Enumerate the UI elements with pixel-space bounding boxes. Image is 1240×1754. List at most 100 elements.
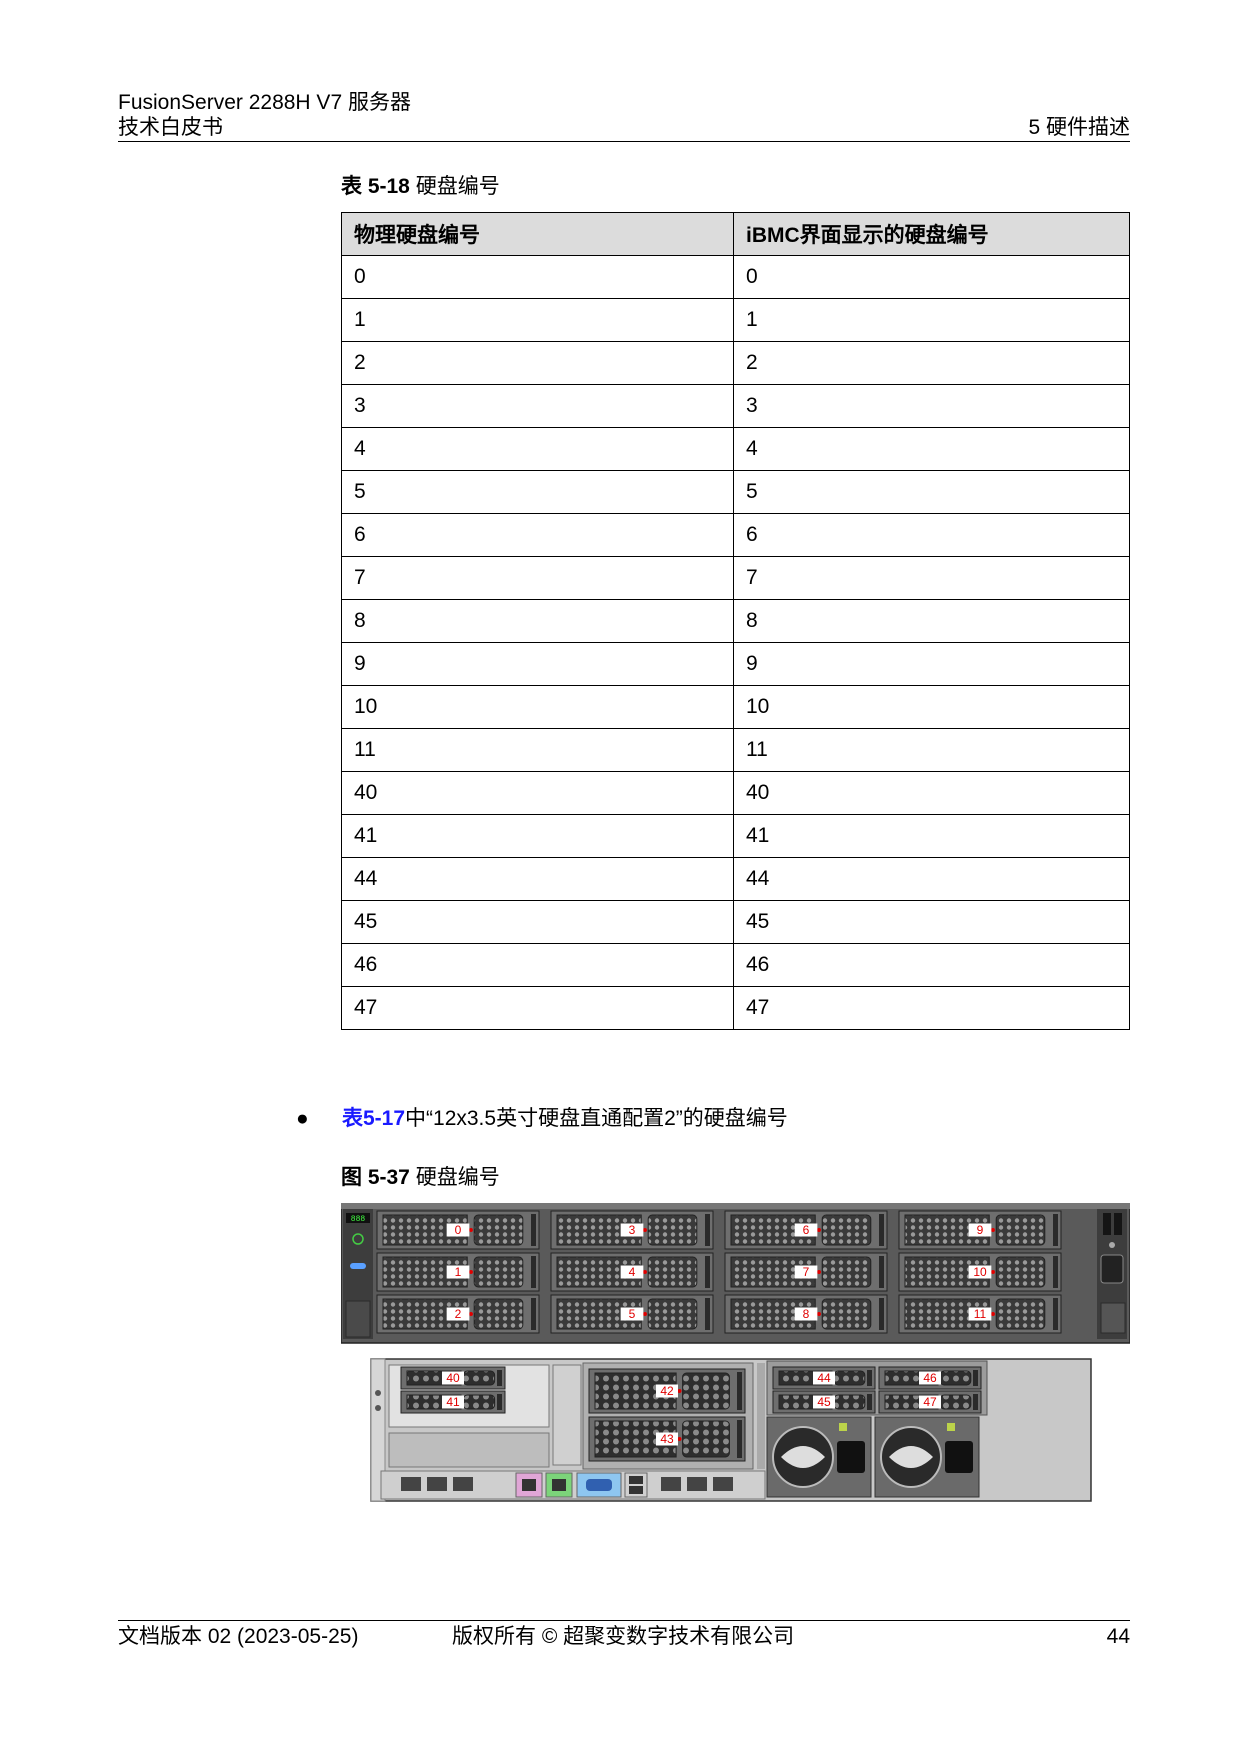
- disk-label-box: [813, 1395, 835, 1409]
- footer-rule: [118, 1620, 1130, 1621]
- physical-disk-number-cell: 40: [341, 771, 734, 815]
- disk-label-box: [919, 1395, 941, 1409]
- ibmc-disk-number-cell: 4: [733, 427, 1130, 471]
- disk-number-label: 47: [923, 1395, 937, 1409]
- disk-label-box: [446, 1223, 470, 1237]
- disk-number-label: 0: [455, 1223, 462, 1237]
- disk-label-box: [794, 1265, 818, 1279]
- copyright: 版权所有 © 超聚变数字技术有限公司: [452, 1625, 795, 1648]
- physical-disk-number-cell: 5: [341, 470, 734, 514]
- bullet-text: 中“12x3.5英寸硬盘直通配置2”的硬盘编号: [405, 1107, 788, 1130]
- disk-label-box: [813, 1371, 835, 1385]
- disk-number-label: 2: [455, 1307, 462, 1321]
- disk-number-label: 3: [629, 1223, 636, 1237]
- physical-disk-number-cell: 47: [341, 986, 734, 1030]
- drive-bay: 46: [878, 1366, 982, 1390]
- doc-type: 技术白皮书: [118, 116, 223, 139]
- column-header: 物理硬盘编号: [341, 212, 734, 256]
- svg-text:888: 888: [351, 1215, 366, 1224]
- figure-caption-title: 硬盘编号: [415, 1166, 500, 1189]
- physical-disk-number-cell: 4: [341, 427, 734, 471]
- disk-number-label: 8: [803, 1307, 810, 1321]
- table-caption-title: 硬盘编号: [415, 175, 500, 198]
- ibmc-disk-number-cell: 46: [733, 943, 1130, 987]
- disk-label-box: [794, 1223, 818, 1237]
- ibmc-disk-number-cell: 7: [733, 556, 1130, 600]
- disk-label-box: [620, 1223, 644, 1237]
- drive-bay: 4: [550, 1252, 714, 1292]
- drive-bay: 47: [878, 1390, 982, 1414]
- ibmc-disk-number-cell: 10: [733, 685, 1130, 729]
- drive-bay: 10: [898, 1252, 1062, 1292]
- disk-number-label: 40: [446, 1371, 460, 1385]
- bullet-icon: ●: [296, 1107, 309, 1130]
- physical-disk-number-cell: 11: [341, 728, 734, 772]
- physical-disk-number-cell: 46: [341, 943, 734, 987]
- ibmc-disk-number-cell: 11: [733, 728, 1130, 772]
- physical-disk-number-cell: 9: [341, 642, 734, 686]
- page-header-left: FusionServer 2288H V7 服务器 技术白皮书: [118, 90, 411, 140]
- section-title: 5 硬件描述: [1028, 116, 1130, 139]
- disk-number-label: 10: [973, 1265, 987, 1279]
- disk-label-box: [968, 1223, 992, 1237]
- ibmc-disk-number-cell: 8: [733, 599, 1130, 643]
- disk-label-box: [656, 1384, 678, 1398]
- disk-label-box: [919, 1371, 941, 1385]
- drive-bay: 45: [772, 1390, 876, 1414]
- disk-number-label: 5: [629, 1307, 636, 1321]
- disk-label-box: [620, 1265, 644, 1279]
- column-header: iBMC界面显示的硬盘编号: [733, 212, 1130, 256]
- drive-bay: 42: [588, 1368, 746, 1414]
- bullet-item: ● 表5-17中“12x3.5英寸硬盘直通配置2”的硬盘编号: [296, 1106, 788, 1132]
- disk-number-label: 6: [803, 1223, 810, 1237]
- page-number: 44: [1106, 1625, 1130, 1648]
- figure-caption-number: 图 5-37: [341, 1166, 410, 1189]
- ibmc-disk-number-cell: 45: [733, 900, 1130, 944]
- drive-bay: 2: [376, 1294, 540, 1334]
- disk-label-box: [446, 1265, 470, 1279]
- drive-bay: 0: [376, 1210, 540, 1250]
- drive-bay: 11: [898, 1294, 1062, 1334]
- drive-bay: 7: [724, 1252, 888, 1292]
- disk-number-label: 11: [974, 1307, 987, 1321]
- disk-number-label: 1: [455, 1265, 462, 1279]
- disk-number-label: 45: [817, 1395, 831, 1409]
- physical-disk-number-cell: 44: [341, 857, 734, 901]
- physical-disk-number-cell: 1: [341, 298, 734, 342]
- physical-disk-number-cell: 8: [341, 599, 734, 643]
- disk-label-box: [442, 1371, 464, 1385]
- table-caption-number: 表 5-18: [341, 175, 410, 198]
- physical-disk-number-cell: 6: [341, 513, 734, 557]
- physical-disk-number-cell: 10: [341, 685, 734, 729]
- disk-label-box: [656, 1432, 678, 1446]
- disk-number-label: 46: [923, 1371, 937, 1385]
- cross-reference-link[interactable]: 表5-17: [342, 1107, 406, 1130]
- ibmc-disk-number-cell: 9: [733, 642, 1130, 686]
- physical-disk-number-cell: 0: [341, 255, 734, 299]
- drive-bay: 43: [588, 1416, 746, 1462]
- disk-label-box: [442, 1395, 464, 1409]
- drive-bay: 9: [898, 1210, 1062, 1250]
- drive-bay: 5: [550, 1294, 714, 1334]
- ibmc-disk-number-cell: 41: [733, 814, 1130, 858]
- header-rule: [118, 141, 1130, 142]
- disk-number-label: 42: [660, 1384, 674, 1398]
- physical-disk-number-cell: 45: [341, 900, 734, 944]
- disk-label-box: [620, 1307, 644, 1321]
- ibmc-disk-number-cell: 5: [733, 470, 1130, 514]
